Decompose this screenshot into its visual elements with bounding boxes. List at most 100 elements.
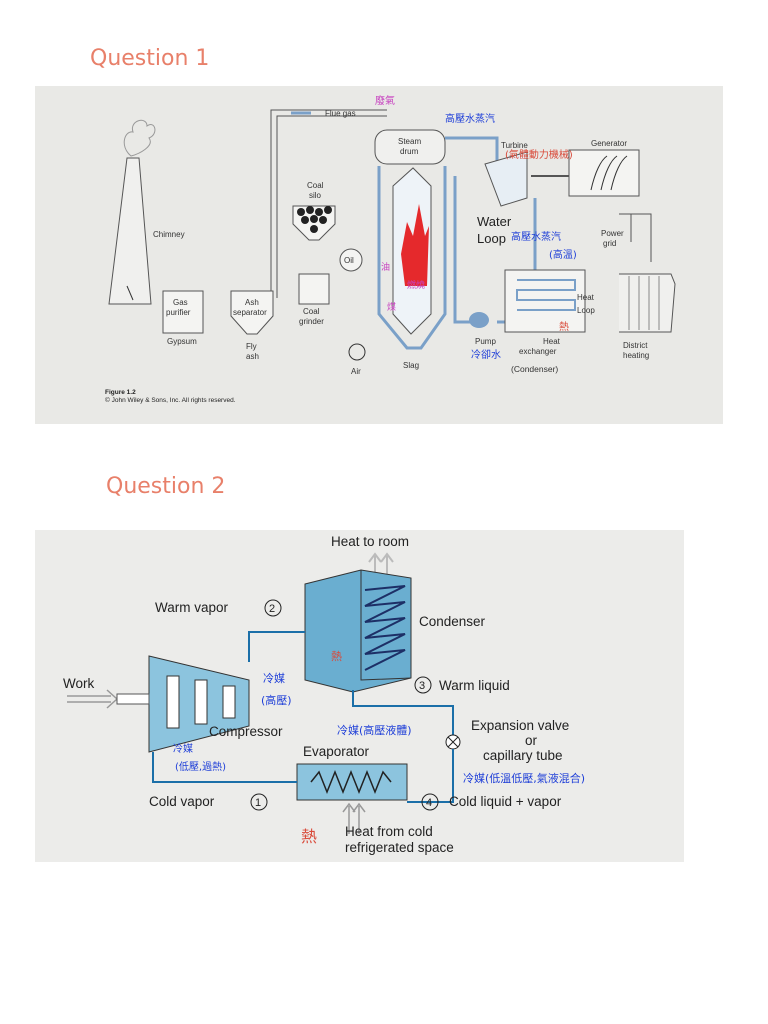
chimney-arrow: [126, 285, 134, 301]
expansion-valve-label-3: capillary tube: [483, 748, 563, 763]
warm-vapor-pipe: [248, 631, 305, 662]
evaporator-coil: [310, 769, 392, 795]
evaporator: [296, 763, 408, 801]
coal-silo-label-1: Coal: [307, 181, 324, 190]
annotation-high-temp: (高溫): [549, 248, 577, 261]
ash-separator-label-1: Ash: [245, 298, 259, 307]
compressor-blade-2: [194, 679, 208, 725]
state-1-label: 1: [255, 797, 261, 809]
heat-from-cold-arrows: [342, 802, 366, 834]
warm-liquid-label: Warm liquid: [439, 678, 510, 693]
condenser-label: Condenser: [419, 614, 486, 629]
annotation-refrigerant-lp-2: (低壓,過熱): [175, 760, 226, 773]
power-grid-label-2: grid: [603, 239, 616, 248]
flue-gas-label: Flue gas: [325, 109, 356, 118]
state-3-circle: [414, 676, 432, 694]
oil-tank: [339, 248, 363, 272]
compressor-blade-3: [222, 685, 236, 719]
state-2-circle: [264, 599, 282, 617]
warm-liquid-pipe: [352, 690, 454, 736]
slag-label: Slag: [403, 361, 419, 370]
steam-drum-label-1: Steam: [398, 137, 421, 146]
flue-gas-duct: [270, 109, 387, 298]
flame: [401, 204, 429, 286]
heat-exchanger-label-2: exchanger: [519, 347, 557, 356]
annotation-hp-steam-2: 高壓水蒸汽: [511, 230, 561, 243]
steam-drum: [374, 129, 446, 165]
annotation-refrigerant-hp-liquid: 冷媒(高壓液體): [337, 723, 412, 737]
state-1-circle: [250, 793, 268, 811]
state-2-label: 2: [269, 603, 275, 615]
refrigeration-cycle-svg: Heat to room Condenser Warm vapor 2 Comp…: [63, 534, 585, 855]
expansion-valve-label-2: or: [525, 733, 538, 748]
annotation-refrigerant-hp: 冷媒: [263, 672, 285, 685]
annotation-turbine-note: (氣體動力機械): [505, 148, 573, 161]
condenser: [304, 569, 412, 693]
annotation-oil: 油: [381, 261, 390, 273]
power-plant-diagram: Chimney Flue gas Gas purifier Gypsum Ash…: [35, 86, 723, 424]
heat-exchanger-label-1: Heat: [543, 337, 561, 346]
cold-liquid-vapor-label: Cold liquid + vapor: [449, 794, 562, 809]
heat-from-cold-label-1: Heat from cold: [345, 824, 433, 839]
generator-label: Generator: [591, 139, 627, 148]
annotation-refrigerant-mix: 冷媒(低溫低壓,氣液混合): [463, 771, 585, 785]
coal-silo-label-2: silo: [309, 191, 322, 200]
figure-caption: Figure 1.2: [105, 389, 136, 396]
expansion-valve-x: [447, 736, 459, 748]
cold-vapor-label: Cold vapor: [149, 794, 215, 809]
water-loop-label-2: Loop: [477, 231, 506, 246]
gas-purifier-label-1: Gas: [173, 298, 188, 307]
district-heating-radiator: [619, 273, 676, 333]
pump: [469, 312, 489, 328]
power-plant-svg: Chimney Flue gas Gas purifier Gypsum Ash…: [105, 94, 676, 404]
condenser-coil: [364, 585, 406, 671]
ash-separator: [230, 290, 274, 335]
annotation-hot: 熱: [331, 650, 342, 663]
annotation-waste-gas: 廢氣: [375, 94, 395, 107]
steam-drum-label-2: drum: [400, 147, 419, 156]
heat-from-cold-label-2: refrigerated space: [345, 840, 454, 855]
pump-label: Pump: [475, 337, 496, 346]
generator: [568, 149, 640, 197]
condenser-edge: [360, 570, 412, 681]
heat-exchanger-coil: [516, 279, 576, 311]
fly-ash-label-2: ash: [246, 352, 259, 361]
annotation-cooling-water: 冷卻水: [471, 348, 501, 361]
warm-vapor-label: Warm vapor: [155, 600, 229, 615]
oil-label: Oil: [344, 256, 354, 265]
fly-ash-label-1: Fly: [246, 342, 257, 351]
air-fan: [348, 343, 366, 361]
compressor-label: Compressor: [209, 724, 283, 739]
state-4-label: 4: [426, 797, 432, 809]
power-grid-label-1: Power: [601, 229, 624, 238]
refrigeration-cycle-diagram: Heat to room Condenser Warm vapor 2 Comp…: [35, 530, 684, 862]
power-grid-tower: [619, 213, 652, 262]
annotation-heat: 熱: [559, 320, 569, 333]
air-label: Air: [351, 367, 361, 376]
evaporator-label: Evaporator: [303, 744, 370, 759]
generator-coils: [590, 155, 628, 191]
annotation-refrigerant-lp-1: 冷媒: [173, 742, 193, 755]
chimney: [108, 119, 156, 305]
coal-grinder: [298, 273, 330, 305]
state-4-circle: [421, 793, 439, 811]
state-3-label: 3: [419, 680, 425, 692]
annotation-combustion: 燃燒: [407, 279, 425, 291]
heat-to-room-label: Heat to room: [331, 534, 409, 549]
district-heating-label-1: District: [623, 341, 648, 350]
turbine: [484, 151, 528, 207]
heat-loop-label-2: Loop: [577, 306, 595, 315]
cold-vapor-pipe: [152, 752, 297, 783]
coal-pile: [297, 206, 332, 233]
coal-grinder-label-2: grinder: [299, 317, 324, 326]
copyright-text: © John Wiley & Sons, Inc. All rights res…: [105, 396, 236, 404]
heat-loop-label-1: Heat: [577, 293, 595, 302]
annotation-heat-mark: 熱: [301, 827, 317, 846]
compressor-blade-1: [166, 675, 180, 729]
turbine-label: Turbine: [501, 141, 528, 150]
district-heating-label-2: heating: [623, 351, 649, 360]
ash-separator-label-2: separator: [233, 308, 267, 317]
coal-grinder-label-1: Coal: [303, 307, 320, 316]
question-1-title: Question 1: [90, 46, 210, 71]
water-loop-label-1: Water: [477, 214, 512, 229]
